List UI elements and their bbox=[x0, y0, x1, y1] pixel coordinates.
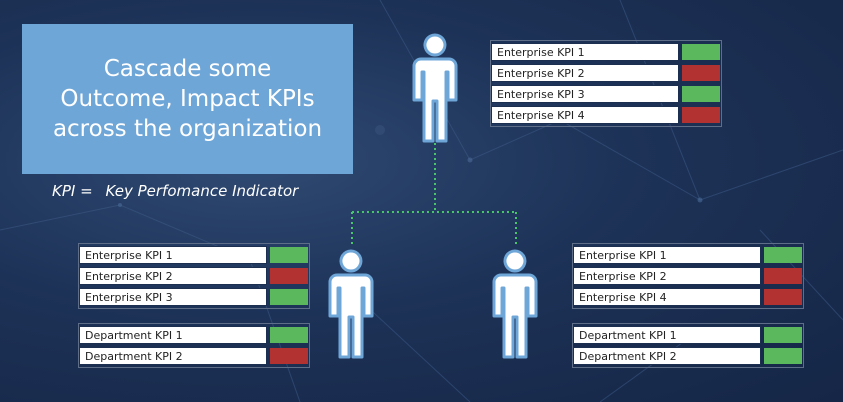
kpi-status-indicator bbox=[270, 327, 308, 343]
callout-box: Cascade some Outcome, Impact KPIs across… bbox=[22, 24, 353, 174]
kpi-row: Enterprise KPI 1 bbox=[573, 245, 803, 265]
kpi-label: Enterprise KPI 3 bbox=[79, 288, 267, 306]
kpi-label: Enterprise KPI 2 bbox=[573, 267, 761, 285]
callout-line-2: Outcome, Impact KPIs bbox=[60, 86, 315, 112]
kpi-label: Department KPI 1 bbox=[79, 326, 267, 344]
kpi-row: Enterprise KPI 2 bbox=[491, 63, 721, 83]
callout-line-1: Cascade some bbox=[103, 56, 272, 82]
kpi-row: Enterprise KPI 2 bbox=[573, 266, 803, 286]
kpi-row: Enterprise KPI 4 bbox=[573, 287, 803, 307]
person-icon bbox=[412, 33, 458, 143]
kpi-status-indicator bbox=[764, 289, 802, 305]
kpi-label: Enterprise KPI 1 bbox=[573, 246, 761, 264]
kpi-label: Department KPI 2 bbox=[573, 347, 761, 365]
kpi-status-indicator bbox=[764, 348, 802, 364]
kpi-status-indicator bbox=[270, 348, 308, 364]
kpi-row: Enterprise KPI 3 bbox=[79, 287, 309, 307]
kpi-group-enterprise-top: Enterprise KPI 1 Enterprise KPI 2 Enterp… bbox=[490, 40, 722, 127]
person-icon bbox=[328, 249, 374, 359]
kpi-status-indicator bbox=[682, 86, 720, 102]
kpi-row: Enterprise KPI 4 bbox=[491, 105, 721, 125]
kpi-status-indicator bbox=[682, 44, 720, 60]
kpi-group-enterprise-left: Enterprise KPI 1 Enterprise KPI 2 Enterp… bbox=[78, 243, 310, 309]
kpi-group-department-left: Department KPI 1 Department KPI 2 bbox=[78, 323, 310, 368]
kpi-label: Enterprise KPI 2 bbox=[79, 267, 267, 285]
kpi-label: Enterprise KPI 1 bbox=[79, 246, 267, 264]
kpi-row: Department KPI 1 bbox=[573, 325, 803, 345]
kpi-label: Enterprise KPI 4 bbox=[573, 288, 761, 306]
kpi-row: Enterprise KPI 1 bbox=[491, 42, 721, 62]
kpi-row: Enterprise KPI 3 bbox=[491, 84, 721, 104]
kpi-status-indicator bbox=[764, 327, 802, 343]
kpi-group-enterprise-right: Enterprise KPI 1 Enterprise KPI 2 Enterp… bbox=[572, 243, 804, 309]
kpi-row: Enterprise KPI 2 bbox=[79, 266, 309, 286]
kpi-row: Department KPI 2 bbox=[573, 346, 803, 366]
kpi-label: Enterprise KPI 2 bbox=[491, 64, 679, 82]
kpi-row: Department KPI 2 bbox=[79, 346, 309, 366]
kpi-legend: KPI = Key Perfomance Indicator bbox=[52, 182, 298, 200]
kpi-status-indicator bbox=[270, 247, 308, 263]
callout-line-3: across the organization bbox=[52, 116, 323, 142]
person-icon bbox=[492, 249, 538, 359]
kpi-label: Department KPI 2 bbox=[79, 347, 267, 365]
kpi-label: Enterprise KPI 4 bbox=[491, 106, 679, 124]
kpi-status-indicator bbox=[270, 289, 308, 305]
legend-definition: Key Perfomance Indicator bbox=[105, 182, 299, 200]
kpi-status-indicator bbox=[682, 65, 720, 81]
kpi-status-indicator bbox=[682, 107, 720, 123]
legend-abbreviation: KPI = bbox=[52, 182, 93, 200]
kpi-label: Enterprise KPI 3 bbox=[491, 85, 679, 103]
kpi-row: Department KPI 1 bbox=[79, 325, 309, 345]
kpi-label: Department KPI 1 bbox=[573, 326, 761, 344]
kpi-status-indicator bbox=[270, 268, 308, 284]
kpi-label: Enterprise KPI 1 bbox=[491, 43, 679, 61]
kpi-row: Enterprise KPI 1 bbox=[79, 245, 309, 265]
kpi-group-department-right: Department KPI 1 Department KPI 2 bbox=[572, 323, 804, 368]
kpi-status-indicator bbox=[764, 268, 802, 284]
kpi-status-indicator bbox=[764, 247, 802, 263]
